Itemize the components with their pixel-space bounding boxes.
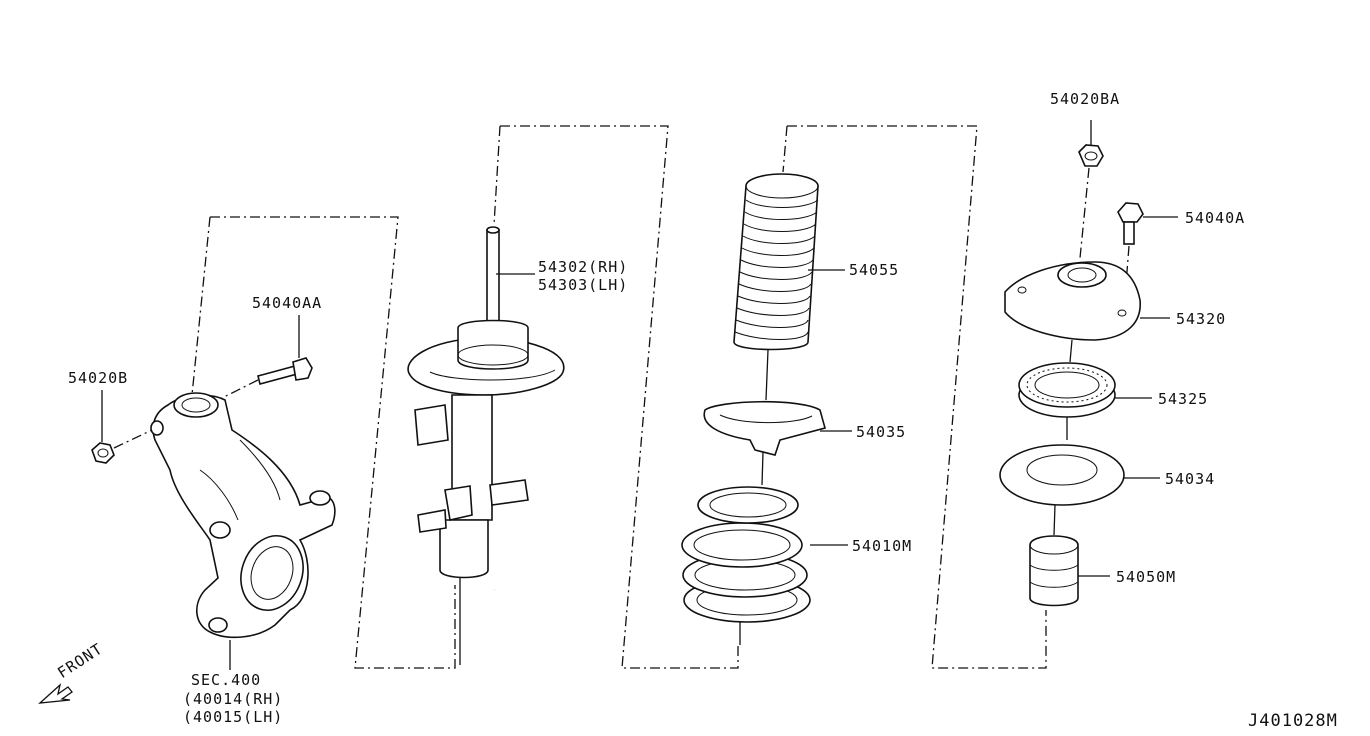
label-40015[interactable]: (40015(LH) bbox=[183, 708, 284, 726]
label-54055[interactable]: 54055 bbox=[849, 261, 900, 279]
front-arrow-icon bbox=[38, 683, 73, 704]
label-54302[interactable]: 54302(RH) bbox=[538, 258, 629, 276]
label-54040A[interactable]: 54040A bbox=[1185, 209, 1246, 227]
diagram-id: J401028M bbox=[1248, 711, 1338, 731]
label-54303[interactable]: 54303(LH) bbox=[538, 276, 629, 294]
mount-nut[interactable] bbox=[1078, 120, 1104, 259]
mount-bolt[interactable] bbox=[1117, 202, 1178, 311]
strut-mount[interactable] bbox=[1004, 261, 1170, 363]
label-54320[interactable]: 54320 bbox=[1176, 310, 1227, 328]
coil-spring[interactable] bbox=[681, 486, 811, 645]
spring-seat-upper[interactable] bbox=[999, 444, 1160, 536]
label-54325[interactable]: 54325 bbox=[1158, 390, 1209, 408]
dust-boot[interactable] bbox=[733, 173, 819, 401]
strut-assembly[interactable] bbox=[407, 226, 565, 665]
label-sec-400[interactable]: SEC.400 bbox=[191, 671, 262, 689]
group-frames bbox=[191, 125, 1047, 669]
steering-knuckle[interactable] bbox=[150, 392, 336, 639]
knuckle-bolt[interactable] bbox=[221, 357, 313, 399]
label-54050M[interactable]: 54050M bbox=[1116, 568, 1177, 586]
spring-seat[interactable] bbox=[703, 400, 826, 486]
label-54020BA[interactable]: 54020BA bbox=[1050, 90, 1121, 108]
label-54035[interactable]: 54035 bbox=[856, 423, 907, 441]
bump-stopper[interactable] bbox=[1029, 535, 1110, 607]
leader-lines bbox=[101, 269, 852, 670]
label-54034[interactable]: 54034 bbox=[1165, 470, 1216, 488]
label-40014[interactable]: (40014(RH) bbox=[183, 690, 284, 708]
label-54020B[interactable]: 54020B bbox=[68, 369, 129, 387]
knuckle-nut[interactable] bbox=[91, 429, 153, 464]
label-54010M[interactable]: 54010M bbox=[852, 537, 913, 555]
mount-bearing[interactable] bbox=[1018, 362, 1152, 440]
label-54040AA[interactable]: 54040AA bbox=[252, 294, 323, 312]
